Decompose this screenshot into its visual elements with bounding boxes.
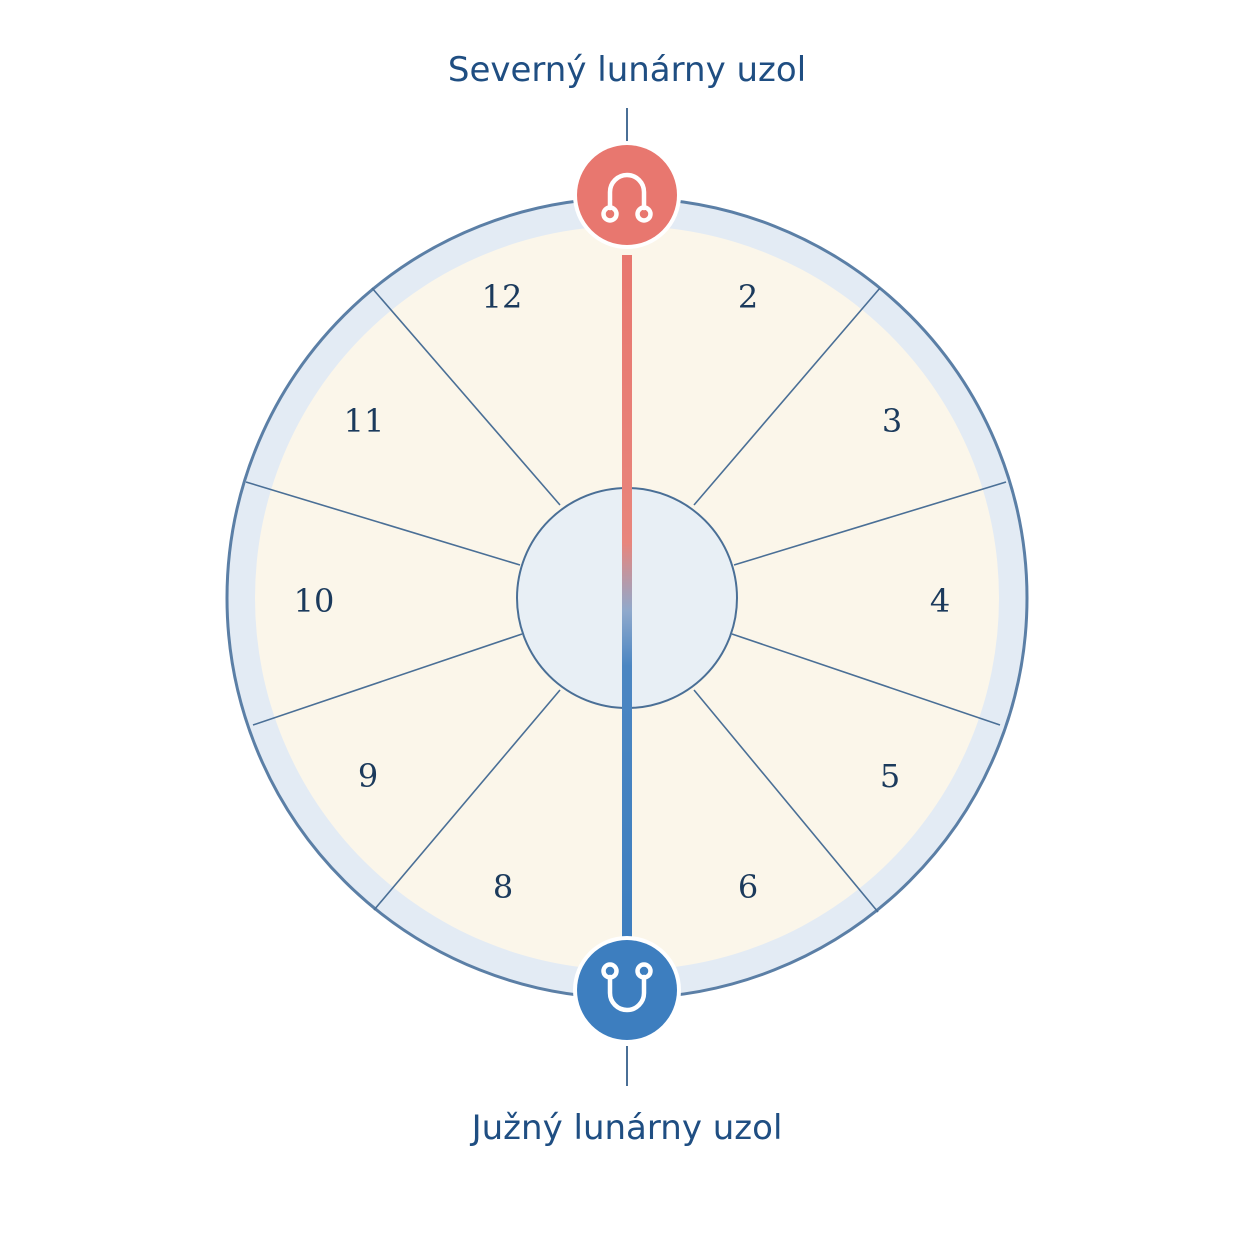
house-number-9: 9: [358, 757, 378, 795]
house-number-10: 10: [294, 582, 335, 620]
house-number-8: 8: [493, 868, 513, 906]
divider-line: [252, 633, 523, 726]
divider-line: [731, 633, 1001, 726]
house-number-4: 4: [930, 582, 950, 620]
house-numbers: 12 2 3 4 5 6 8 9 10 11: [294, 278, 951, 906]
house-number-6: 6: [738, 868, 758, 906]
house-number-12: 12: [482, 278, 523, 316]
divider-line: [693, 287, 881, 506]
house-number-11: 11: [344, 402, 385, 440]
divider-line: [245, 481, 521, 566]
north-node-title: Severný lunárny uzol: [447, 50, 807, 90]
node-axis: [622, 255, 632, 940]
house-number-2: 2: [738, 278, 758, 316]
house-number-3: 3: [882, 402, 902, 440]
house-number-5: 5: [880, 757, 900, 795]
north-node-icon: [601, 172, 653, 223]
house-dividers: [245, 287, 1007, 913]
south-node-icon: [601, 962, 653, 1013]
divider-line: [693, 689, 879, 913]
south-node-title: Južný lunárny uzol: [471, 1108, 783, 1148]
divider-line: [733, 481, 1007, 566]
divider-line: [373, 689, 561, 911]
divider-line: [371, 287, 561, 506]
south-node-badge: [573, 936, 681, 1044]
north-node-badge: [573, 141, 681, 249]
